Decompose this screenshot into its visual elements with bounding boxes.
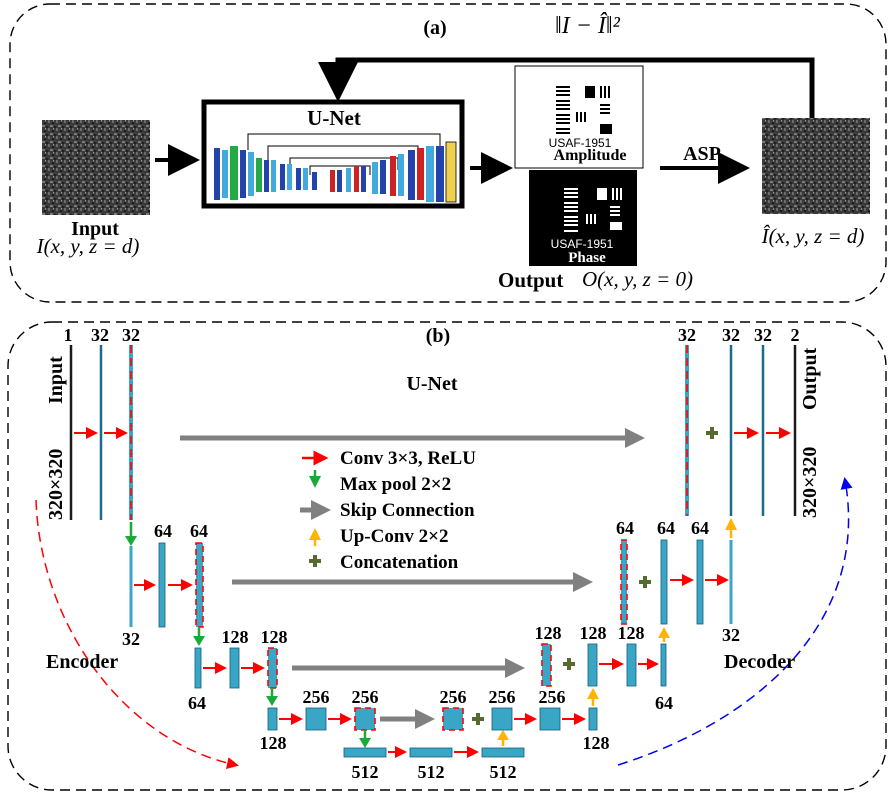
channel-label: 128 <box>259 733 287 753</box>
usaf-label-amplitude: USAF-1951 <box>548 136 612 150</box>
legend-symbols <box>300 450 331 567</box>
channel-label: 64 <box>154 521 172 541</box>
encoder-level-3 <box>194 647 278 706</box>
legend-pool-text: Max pool 2×2 <box>340 474 452 495</box>
channel-label: 128 <box>582 733 610 753</box>
channel-label: 2 <box>790 325 800 345</box>
output-label: Output <box>498 268 564 292</box>
channel-label: 32 <box>91 325 109 345</box>
encoder-arc <box>35 499 239 769</box>
skip-connections <box>180 428 645 729</box>
encoder-level-1 <box>69 345 137 546</box>
usaf-target-phase <box>564 188 622 232</box>
phase-label: Phase <box>568 250 606 266</box>
channel-label: 64 <box>657 518 675 538</box>
feedback-loop <box>318 57 815 120</box>
loss-formula: ‖I − Î‖² <box>555 13 620 39</box>
unet-mini-architecture <box>214 133 457 203</box>
usaf-label-phase: USAF-1951 <box>550 237 614 251</box>
channel-label: 32 <box>122 325 140 345</box>
legend-upconv-text: Up-Conv 2×2 <box>340 526 449 547</box>
channel-label: 512 <box>351 762 379 782</box>
channel-label: 32 <box>722 625 740 645</box>
channel-label: 64 <box>691 518 709 538</box>
decoder-level-4 <box>442 688 599 731</box>
channel-label: 32 <box>722 325 740 345</box>
panel-b-title: U-Net <box>406 373 458 395</box>
channel-label: 256 <box>351 687 379 707</box>
channel-label: 128 <box>534 623 562 643</box>
channel-label: 32 <box>754 325 772 345</box>
amplitude-label: Amplitude <box>553 147 627 164</box>
channel-label: 128 <box>579 623 607 643</box>
panel-a-label: (a) <box>423 17 447 39</box>
decoder-level-1 <box>685 345 797 516</box>
decoder-arc <box>617 477 853 766</box>
input-label: Input <box>71 218 119 240</box>
asp-label: ASP <box>683 143 721 165</box>
unet-box-title: U-Net <box>307 106 361 130</box>
input-formula: I(x, y, z = d) <box>36 234 140 258</box>
decoder-level-3 <box>541 627 670 687</box>
input-size-label: 320×320 <box>45 448 67 520</box>
channel-label: 64 <box>190 521 208 541</box>
output-size-label: 320×320 <box>799 446 821 518</box>
channel-label: 128 <box>221 627 249 647</box>
channel-label: 128 <box>260 627 288 647</box>
output-side-label: Output <box>799 347 821 410</box>
legend-pool-arrow <box>309 476 321 488</box>
channel-label: 128 <box>617 623 645 643</box>
channel-label: 256 <box>302 687 330 707</box>
channel-label: 1 <box>63 325 73 345</box>
channel-label: 32 <box>122 629 140 649</box>
legend-conv-text: Conv 3×3, ReLU <box>340 448 476 469</box>
channel-label: 64 <box>188 693 206 713</box>
usaf-target-amplitude <box>556 86 612 134</box>
phase-image <box>529 170 637 266</box>
input-side-label: Input <box>45 356 67 404</box>
decoder-level-2 <box>620 518 737 625</box>
channel-label: 256 <box>538 687 566 707</box>
legend-concat-plus <box>309 555 321 567</box>
channel-label: 512 <box>489 762 517 782</box>
amplitude-image <box>514 65 644 169</box>
input-hologram-image <box>42 120 150 215</box>
panel-b-label: (b) <box>425 325 451 347</box>
output-formula: O(x, y, z = 0) <box>582 267 693 291</box>
channel-label: 256 <box>488 687 516 707</box>
recon-formula: Î(x, y, z = d) <box>761 224 865 248</box>
reconstructed-hologram-image <box>762 118 870 214</box>
legend-skip-text: Skip Connection <box>340 500 475 521</box>
channel-label: 256 <box>439 687 467 707</box>
panel-a-frame <box>9 3 887 303</box>
channel-label: 64 <box>655 693 673 713</box>
panel-b-frame <box>7 321 887 791</box>
bottleneck-level-5 <box>343 730 525 758</box>
channel-label: 512 <box>417 762 445 782</box>
channel-label: 32 <box>678 325 696 345</box>
encoder-label: Encoder <box>46 651 119 673</box>
legend-upconv-arrow <box>309 528 321 540</box>
encoder-level-2 <box>129 542 205 646</box>
legend-concat-text: Concatenation <box>340 552 459 573</box>
decoder-label: Decoder <box>724 651 796 673</box>
encoder-level-4 <box>267 707 376 748</box>
channel-label: 64 <box>616 518 634 538</box>
